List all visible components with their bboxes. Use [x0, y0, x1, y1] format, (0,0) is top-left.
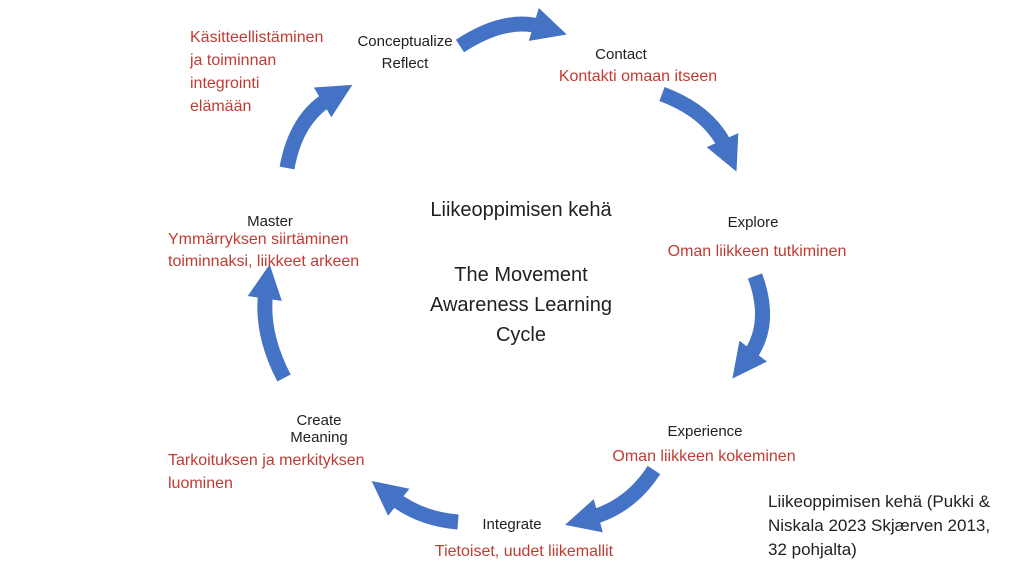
- stage-label-line: Create: [296, 412, 342, 429]
- center-title-en: The Movement Awareness Learning Cycle: [430, 260, 612, 350]
- center-title-en-line: Awareness Learning: [430, 294, 612, 316]
- stage-note-line: ja toiminnan: [190, 52, 277, 69]
- stage-note-line: toiminnaksi, liikkeet arkeen: [168, 253, 360, 270]
- stage-note-contact: Kontakti omaan itseen: [558, 68, 718, 85]
- arrow-explore-to-experience-icon: [732, 273, 771, 379]
- stage-note-master: Ymmärryksen siirtäminen toiminnaksi, lii…: [168, 229, 359, 273]
- arrow-conceptualize-to-contact-icon: [455, 7, 567, 53]
- stage-note-integrate: Tietoiset, uudet liikemallit: [434, 543, 614, 560]
- stage-label-explore: Explore: [727, 214, 779, 231]
- stage-note-line: Käsitteellistäminen: [190, 29, 324, 46]
- arrow-integrate-to-create-meaning-icon: [371, 481, 459, 530]
- stage-note-line: luominen: [168, 475, 233, 492]
- stage-label-contact: Contact: [595, 46, 647, 63]
- stage-note-experience: Oman liikkeen kokeminen: [612, 448, 796, 465]
- stage-label-line: Conceptualize: [357, 33, 453, 50]
- stage-label-line: Reflect: [381, 55, 429, 72]
- stage-label-create-meaning: Create Meaning: [290, 412, 348, 446]
- stage-label-master: Master: [247, 213, 293, 230]
- arrow-contact-to-explore-icon: [659, 86, 739, 172]
- stage-note-create-meaning: Tarkoituksen ja merkityksen luominen: [168, 449, 365, 495]
- citation: Liikeoppimisen kehä (Pukki & Niskala 202…: [768, 490, 990, 562]
- stage-note-line: elämään: [190, 98, 252, 115]
- center-title-en-line: Cycle: [495, 324, 547, 346]
- stage-label-line: Meaning: [290, 429, 348, 446]
- stage-label-integrate: Integrate: [482, 516, 542, 533]
- stage-label-experience: Experience: [667, 423, 743, 440]
- center-title-en-line: The Movement: [454, 264, 588, 286]
- stage-note-line: Ymmärryksen siirtäminen: [168, 231, 349, 248]
- stage-note-conceptualize: Käsitteellistäminen ja toiminnan integro…: [190, 26, 323, 118]
- arrow-create-meaning-to-master-icon: [247, 264, 291, 382]
- citation-line: Niskala 2023 Skjærven 2013,: [768, 516, 991, 535]
- citation-line: Liikeoppimisen kehä (Pukki &: [768, 492, 991, 511]
- arrow-master-to-conceptualize-icon: [279, 84, 353, 170]
- arrow-experience-to-integrate-icon: [565, 465, 661, 533]
- stage-note-line: integrointi: [190, 75, 260, 92]
- citation-line: 32 pohjalta): [768, 540, 857, 559]
- stage-label-conceptualize: Conceptualize Reflect: [357, 31, 452, 75]
- center-title-fi: Liikeoppimisen kehä: [430, 199, 612, 221]
- stage-note-line: Tarkoituksen ja merkityksen: [168, 452, 365, 469]
- stage-note-explore: Oman liikkeen tutkiminen: [667, 243, 847, 260]
